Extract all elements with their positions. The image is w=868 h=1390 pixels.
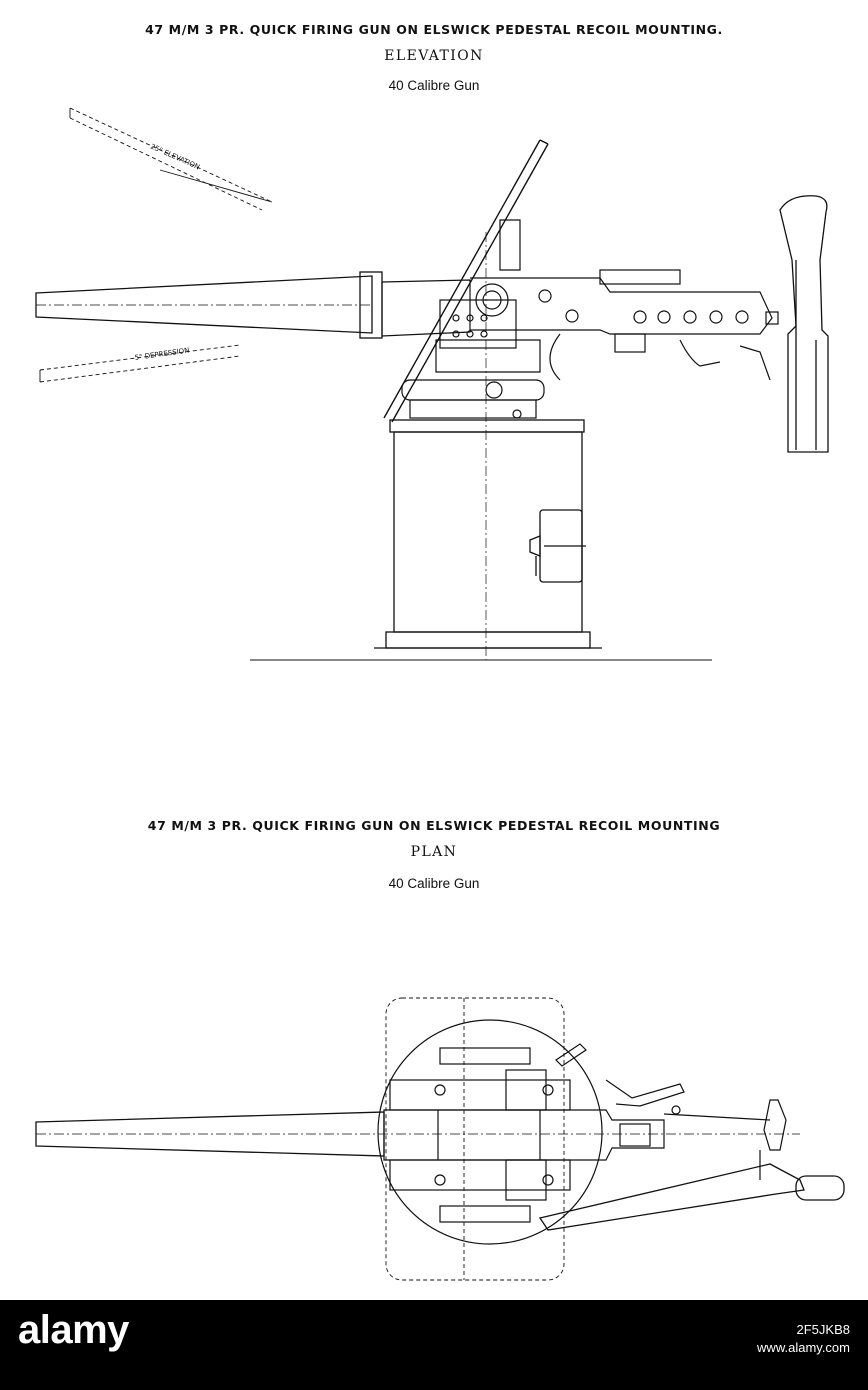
- gun-barrel: [35, 271, 383, 339]
- elevation-title: 47 M/M 3 PR. QUICK FIRING GUN ON ELSWICK…: [145, 22, 723, 37]
- plan-handles: [555, 1043, 787, 1180]
- plan-barrel: [35, 1111, 800, 1157]
- elevation-angle-label: 25° ELEVATION: [149, 143, 201, 172]
- plan-drawing: [35, 997, 845, 1281]
- elevation-drawing: 25° ELEVATION 5° DEPRESSION: [35, 107, 829, 661]
- drawing-sheet: [0, 0, 868, 1300]
- alamy-url: www.alamy.com: [757, 1340, 850, 1355]
- elevation-view-label: ELEVATION: [384, 48, 484, 64]
- plan-calibre-label: 40 Calibre Gun: [388, 876, 480, 891]
- plan-view-label: PLAN: [410, 844, 458, 860]
- plan-shoulder-arm: [538, 1163, 845, 1231]
- plan-title: 47 M/M 3 PR. QUICK FIRING GUN ON ELSWICK…: [147, 818, 721, 833]
- pivot-support: [401, 339, 545, 419]
- technical-drawing: 25° ELEVATION 5° DEPRESSION: [35, 107, 845, 1281]
- plan-breech: [383, 1109, 665, 1161]
- plan-dashed-outline: [385, 997, 565, 1281]
- depression-angle-label: 5° DEPRESSION: [134, 346, 190, 362]
- plan-recoil-cylinders: [389, 1047, 571, 1223]
- cradle-breech: [381, 219, 779, 381]
- pedestal: [374, 232, 602, 660]
- image-id: 2F5JKB8: [796, 1322, 850, 1337]
- alamy-logo: alamy: [18, 1308, 129, 1352]
- plan-turntable: [377, 1019, 603, 1245]
- elevation-guide: [69, 107, 273, 211]
- watermark-band: [0, 1300, 868, 1390]
- depression-guide: [39, 344, 241, 383]
- shoulder-piece: [779, 195, 829, 453]
- elevation-calibre-label: 40 Calibre Gun: [388, 78, 480, 93]
